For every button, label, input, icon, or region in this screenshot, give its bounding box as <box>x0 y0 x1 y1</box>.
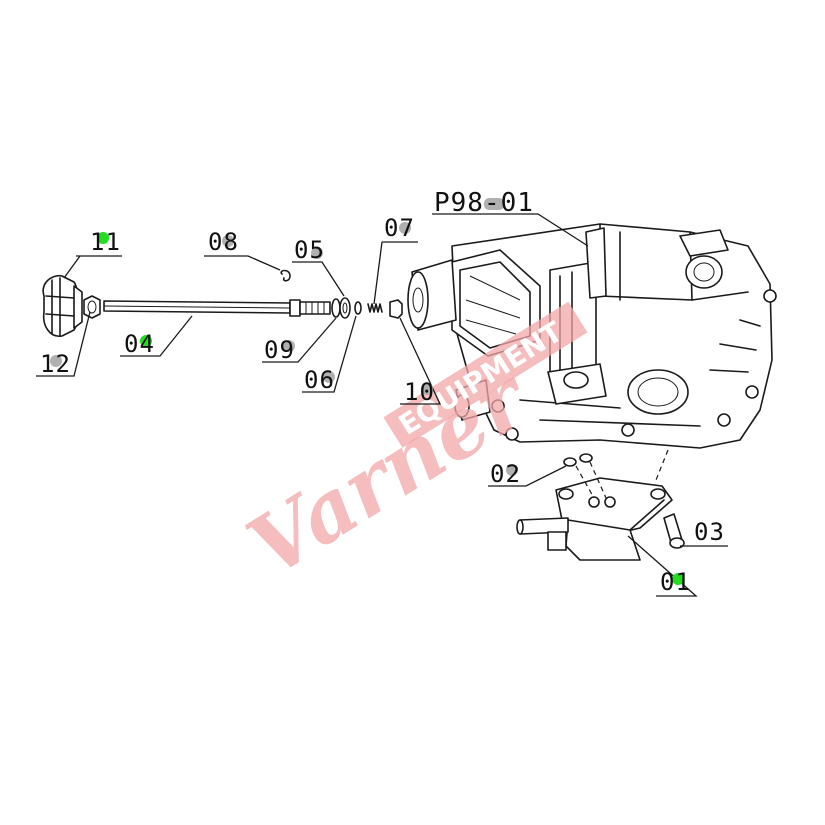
marker-06 <box>323 371 335 383</box>
clip-part-08 <box>280 269 291 282</box>
marker-10 <box>421 383 433 395</box>
label-08: 08 <box>208 228 239 256</box>
screws-part-02 <box>563 453 607 499</box>
marker-05 <box>311 247 323 259</box>
marker-09 <box>283 340 295 352</box>
leader-lines <box>36 213 728 597</box>
nut-part-12 <box>83 295 101 319</box>
label-11: 11 <box>90 228 121 256</box>
label-10: 10 <box>404 378 435 406</box>
label-05: 05 <box>294 236 325 264</box>
marker-08 <box>222 235 234 247</box>
marker-02 <box>506 464 518 476</box>
ring-part-06 <box>354 301 362 315</box>
marker-12 <box>50 355 62 367</box>
label-02: 02 <box>490 460 521 488</box>
knob-part-11 <box>42 274 83 337</box>
marker-title <box>484 198 504 210</box>
marker-04 <box>140 335 152 347</box>
spring-part-07 <box>367 303 383 313</box>
label-09: 09 <box>264 336 295 364</box>
marker-11 <box>97 232 109 244</box>
marker-07 <box>399 222 411 234</box>
marker-01 <box>672 573 684 585</box>
label-06: 06 <box>304 366 335 394</box>
plug-part-10 <box>389 299 403 319</box>
callout-labels: P98-01 11 12 04 08 09 05 06 07 10 02 03 … <box>40 188 725 596</box>
label-12: 12 <box>40 350 71 378</box>
bolt-part-03 <box>663 513 685 549</box>
title-label: P98-01 <box>434 188 534 218</box>
label-01: 01 <box>660 568 691 596</box>
alignment-line <box>655 449 669 481</box>
washer-part-05 <box>339 297 351 319</box>
oring-part-09 <box>331 298 341 318</box>
label-03: 03 <box>694 518 725 546</box>
callout-markers <box>50 198 684 585</box>
bracket-part-01 <box>516 477 673 561</box>
label-04: 04 <box>124 330 155 358</box>
shaft-part-04 <box>103 299 331 317</box>
label-07: 07 <box>384 214 415 242</box>
